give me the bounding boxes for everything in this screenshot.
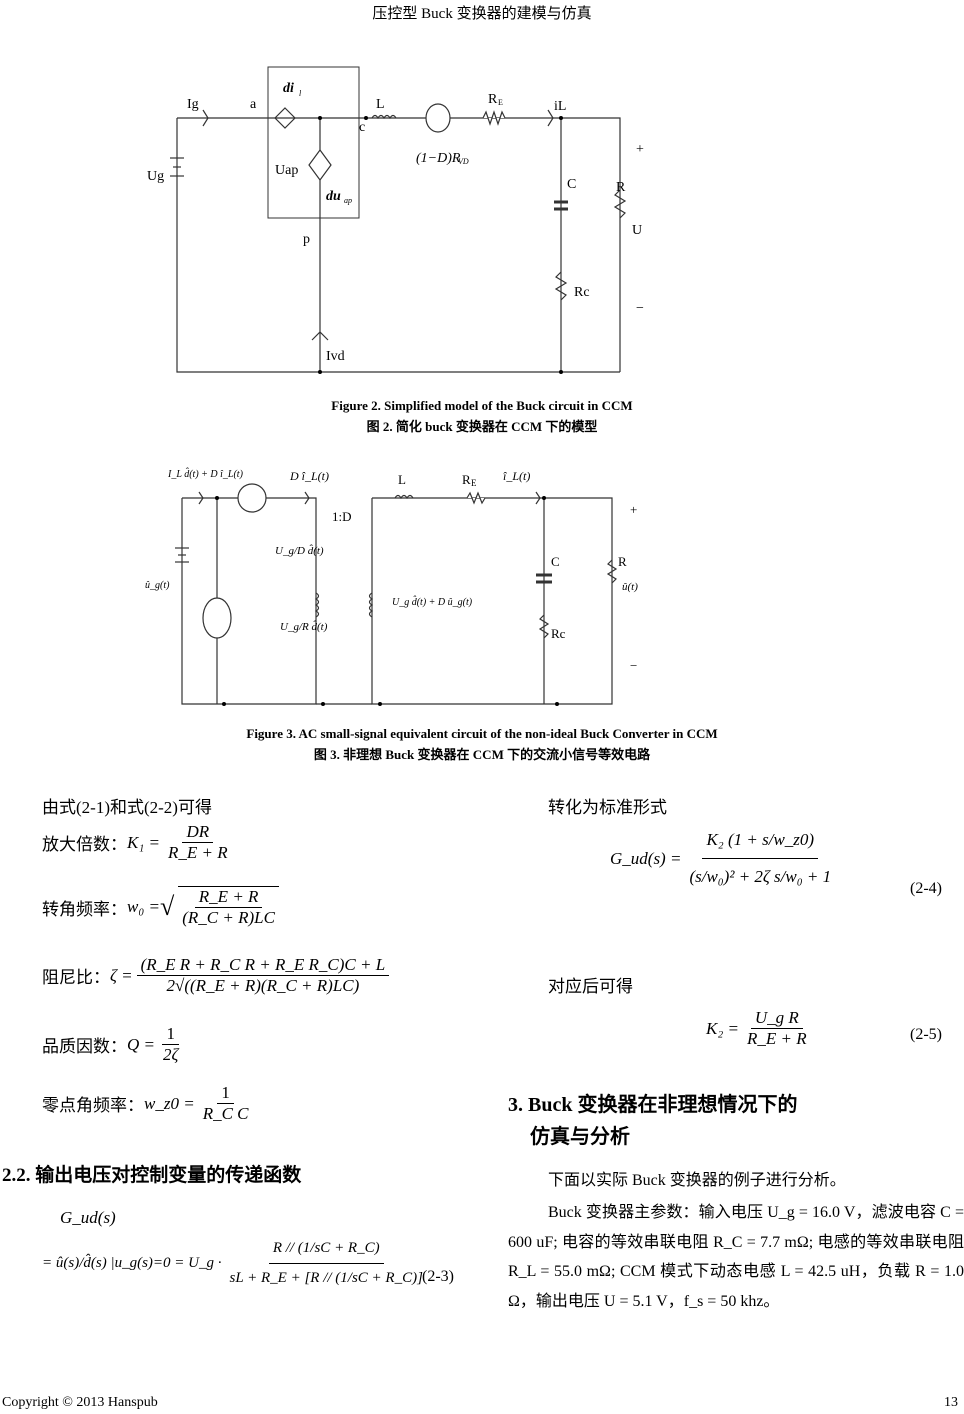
eq-number: (2-4) xyxy=(910,880,942,897)
figure-2-caption-cn: 图 2. 简化 buck 变换器在 CCM 下的模型 xyxy=(366,419,598,434)
label-source: (1−D)R xyxy=(416,151,461,166)
label-secondary: U_g d̂(t) + D û_g(t) xyxy=(392,595,473,608)
eq-numerator: 1 xyxy=(162,1024,179,1045)
figure-3-circuit: I_L d̂(t) + D î_L(t) D î_L(t) U_g/D d̂(t… xyxy=(145,467,638,706)
eq-denominator: R_C C xyxy=(202,1104,249,1123)
eq-lhs: ζ = xyxy=(110,965,133,985)
eq-label: 放大倍数： xyxy=(42,835,127,854)
label-source-sub: VD xyxy=(458,157,469,166)
eq-numerator: (R_E R + R_C R + R_E R_C)C + L xyxy=(136,955,390,976)
label-a: a xyxy=(250,97,257,112)
figure-3-caption-en: Figure 3. AC small-signal equivalent cir… xyxy=(246,726,718,741)
label-duap-sub: ap xyxy=(344,196,352,205)
eq-label: 阻尼比： xyxy=(42,968,110,987)
eq-denominator: (R_C + R)LC xyxy=(182,908,275,927)
label-minus: − xyxy=(630,658,637,673)
label-ug-over-d: U_g/D d̂(t) xyxy=(275,544,324,557)
label-L: L xyxy=(376,97,385,112)
label-re: R xyxy=(488,92,498,107)
label-plus: + xyxy=(630,502,637,517)
label-dil-hat: D î_L(t) xyxy=(289,469,329,483)
label-ratio: 1:D xyxy=(332,509,352,524)
eq-denominator: 2√((R_E + R)(R_C + R)LC) xyxy=(166,976,360,995)
eq-2-4: G_ud(s) = K₂ (1 + s/w_z0) (s/w₀)² + 2ζ s/… xyxy=(610,830,839,887)
label-re: R xyxy=(462,472,471,487)
eq-numerator: U_g R xyxy=(750,1008,803,1029)
label-ug-over-r: U_g/R d̂(t) xyxy=(280,620,328,633)
eq-numerator: R // (1/sC + R_C) xyxy=(268,1240,384,1264)
eq-denominator: R_E + R xyxy=(746,1029,807,1048)
label-Rc: Rc xyxy=(551,626,566,641)
label-duap: du xyxy=(326,189,341,204)
eq-label: 零点角频率： xyxy=(42,1096,144,1115)
eq-numerator: K₂ (1 + s/w_z0) xyxy=(702,830,819,859)
eq-label: 转角频率： xyxy=(42,899,127,919)
label-re-sub: E xyxy=(498,98,503,107)
eq-denominator: R_E + R xyxy=(167,843,228,862)
standard-form-text: 转化为标准形式 xyxy=(548,798,667,817)
eq-numerator: R_E + R xyxy=(194,887,263,908)
paragraph-intro: 下面以实际 Buck 变换器的例子进行分析。 xyxy=(548,1172,846,1189)
label-u-hat: û(t) xyxy=(622,581,638,593)
section-heading-3-line2: 仿真与分析 xyxy=(530,1126,630,1148)
eq-lhs: G_ud(s) = xyxy=(610,848,682,868)
label-uap: Uap xyxy=(275,163,298,178)
running-header: 压控型 Buck 变换器的建模与仿真 xyxy=(372,6,592,22)
label-ig: Ig xyxy=(187,97,199,112)
label-R: R xyxy=(616,180,626,195)
footer-copyright: Copyright © 2013 Hanspub xyxy=(2,1395,158,1410)
label-c: c xyxy=(359,120,365,135)
eq-number: (2-5) xyxy=(910,1026,942,1043)
figure-2-caption-en: Figure 2. Simplified model of the Buck c… xyxy=(331,398,633,413)
label-L: L xyxy=(398,472,406,487)
label-input-current: I_L d̂(t) + D î_L(t) xyxy=(167,467,244,480)
eq-number: (2-3) xyxy=(422,1268,454,1285)
label-ug-hat: û_g(t) xyxy=(145,580,170,591)
eq-corner-frequency: 转角频率：w₀ = √ R_E + R(R_C + R)LC xyxy=(42,886,283,928)
eq-lhs: = û(s)/d̂(s) |u_g(s)=0 = U_g · xyxy=(42,1255,222,1271)
label-ug: Ug xyxy=(147,169,164,184)
eq-lhs: w₀ = xyxy=(127,897,160,916)
label-minus: − xyxy=(636,301,644,316)
label-ivd: Ivd xyxy=(326,349,345,364)
eq-numerator: 1 xyxy=(217,1083,234,1104)
label-C: C xyxy=(551,554,560,569)
section-heading-3-line1: 3. Buck 变换器在非理想情况下的 xyxy=(508,1094,798,1116)
label-il-hat: î_L(t) xyxy=(503,469,530,483)
eq-gud-lhs: G_ud(s) xyxy=(60,1208,116,1227)
paragraph-parameters: Buck 变换器主参数：输入电压 U_g = 16.0 V，滤波电容 C = 6… xyxy=(508,1204,964,1310)
label-re-sub: E xyxy=(471,478,477,488)
eq-lhs: Q = xyxy=(127,1034,155,1054)
figure-3-caption-cn: 图 3. 非理想 Buck 变换器在 CCM 下的交流小信号等效电路 xyxy=(313,747,651,762)
label-R: R xyxy=(618,554,627,569)
label-Rc: Rc xyxy=(574,285,590,300)
label-dil: di xyxy=(283,81,294,96)
label-plus: + xyxy=(636,142,644,157)
eq-label: 品质因数： xyxy=(42,1037,127,1056)
label-dil-sub: l xyxy=(299,89,302,98)
intro-text: 由式(2-1)和式(2-2)可得 xyxy=(42,798,212,817)
eq-2-3: = û(s)/d̂(s) |u_g(s)=0 = U_g · R // (1/s… xyxy=(42,1240,431,1287)
eq-denominator: sL + R_E + [R // (1/sC + R_C)] xyxy=(229,1270,423,1286)
eq-lhs: K₁ = xyxy=(127,832,160,852)
label-U: U xyxy=(632,223,642,238)
after-text: 对应后可得 xyxy=(548,977,633,996)
label-il: iL xyxy=(554,99,566,114)
eq-denominator: (s/w₀)² + 2ζ s/w₀ + 1 xyxy=(689,867,832,886)
eq-numerator: DR xyxy=(182,822,214,843)
eq-lhs: w_z0 = xyxy=(144,1093,195,1113)
label-p: p xyxy=(303,232,310,247)
figure-2-circuit: Ig a di l Uap du ap c L (1−D)R VD R E iL… xyxy=(147,66,644,374)
page-number: 13 xyxy=(944,1395,958,1410)
eq-denominator: 2ζ xyxy=(163,1045,179,1064)
label-C: C xyxy=(567,177,576,192)
eq-lhs: K₂ = xyxy=(706,1018,739,1038)
section-heading-2-2: 2.2. 输出电压对控制变量的传递函数 xyxy=(2,1165,302,1186)
